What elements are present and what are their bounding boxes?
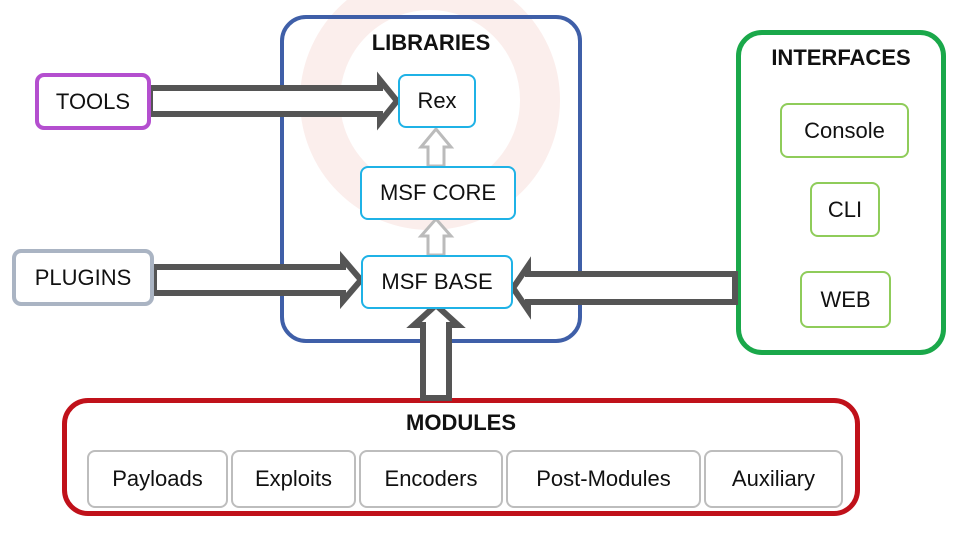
tools-box: TOOLS [35, 73, 151, 130]
arrow-interfaces-to-base [509, 256, 738, 320]
libraries-title: LIBRARIES [371, 30, 491, 55]
module-item-post-modules: Post-Modules [506, 450, 701, 508]
interface-item-web: WEB [800, 271, 891, 328]
module-item-auxiliary: Auxiliary [704, 450, 843, 508]
modules-title: MODULES [406, 410, 516, 435]
arrow-plugins-to-base [151, 250, 365, 310]
msf-core-box: MSF CORE [360, 166, 516, 220]
module-item-encoders: Encoders [359, 450, 503, 508]
interfaces-title: INTERFACES [771, 45, 911, 70]
interface-item-cli: CLI [810, 182, 880, 237]
rex-box: Rex [398, 74, 476, 128]
interface-item-console: Console [780, 103, 909, 158]
module-item-payloads: Payloads [87, 450, 228, 508]
msf-base-box: MSF BASE [361, 255, 513, 309]
arrow-core-to-rex [417, 126, 455, 168]
modules-group [62, 398, 860, 516]
arrow-base-to-core [417, 216, 455, 257]
module-item-exploits: Exploits [231, 450, 356, 508]
arrow-modules-to-base [406, 300, 466, 401]
arrow-tools-to-rex [147, 71, 401, 131]
interfaces-group [736, 30, 946, 355]
plugins-box: PLUGINS [12, 249, 154, 306]
